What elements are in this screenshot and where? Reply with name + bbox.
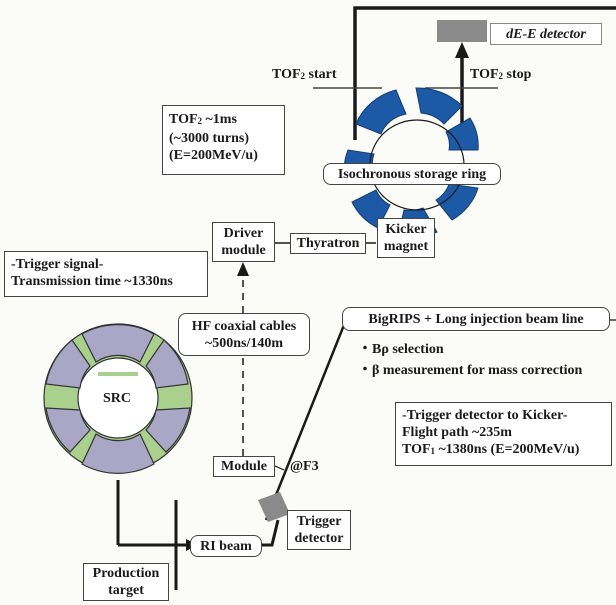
src-sector-2 <box>145 339 189 389</box>
bigrips-beam-line <box>264 319 348 521</box>
tof2-info-box: TOF2 ~1ms (~3000 turns) (E=200MeV/u) <box>162 105 285 175</box>
hf-cables-box: HF coaxial cables ~500ns/140m <box>178 313 310 356</box>
flight-path-box: -Trigger detector to Kicker- Flight path… <box>395 402 612 466</box>
src-sector-5 <box>45 407 91 453</box>
ri-beam-box: RI beam <box>190 535 262 557</box>
tof2-box-line3: (E=200MeV/u) <box>169 148 258 163</box>
trigger-detector-label: Trigger detector <box>287 510 351 550</box>
dee-detector-block <box>437 20 487 42</box>
kicker-magnet-box: Kicker magnet <box>377 218 435 258</box>
f3-label: @F3 <box>290 459 319 474</box>
tof2-box-line1: TOF2 ~1ms <box>169 112 237 127</box>
src-sector-3 <box>145 407 191 453</box>
tof2-box-line2: (~3000 turns) <box>169 131 250 146</box>
ring-magnet-4 <box>435 183 479 221</box>
arrow-to-dee-detector <box>455 42 469 58</box>
src-label: SRC <box>103 391 132 406</box>
src-sector-4 <box>81 433 155 474</box>
production-target-box: Production target <box>83 563 169 601</box>
trigger-signal-box: -Trigger signal- Transmission time ~1330… <box>4 251 208 297</box>
module-to-trigger-line <box>274 465 285 471</box>
brho-selection-text: ・Bρ selection <box>358 342 444 357</box>
src-cyclotron <box>43 323 193 474</box>
tof2-stop-label: TOF2 stop <box>470 67 532 82</box>
module-box: Module <box>213 456 275 477</box>
ring-magnet-2 <box>415 87 463 125</box>
ri-beam-line-right <box>262 519 280 547</box>
ring-beam-loop <box>353 6 616 140</box>
ring-magnet-1 <box>355 89 407 135</box>
beta-measurement-text: ・β measurement for mass correction <box>358 363 583 378</box>
ring-magnet-3 <box>445 117 479 151</box>
src-sector-1 <box>81 324 155 363</box>
src-sector-6 <box>45 339 91 389</box>
bigrips-box: BigRIPS + Long injection beam line <box>342 307 610 331</box>
storage-ring-label: Isochronous storage ring <box>323 163 501 185</box>
trigger-detector-block <box>258 492 290 522</box>
driver-module-box: Driver module <box>212 222 275 262</box>
thyratron-box: Thyratron <box>290 233 366 254</box>
tof2-start-label: TOF2 start <box>272 67 337 82</box>
dee-detector-label: dE-E detector <box>490 23 602 45</box>
arrow-to-driver-module <box>237 262 249 276</box>
